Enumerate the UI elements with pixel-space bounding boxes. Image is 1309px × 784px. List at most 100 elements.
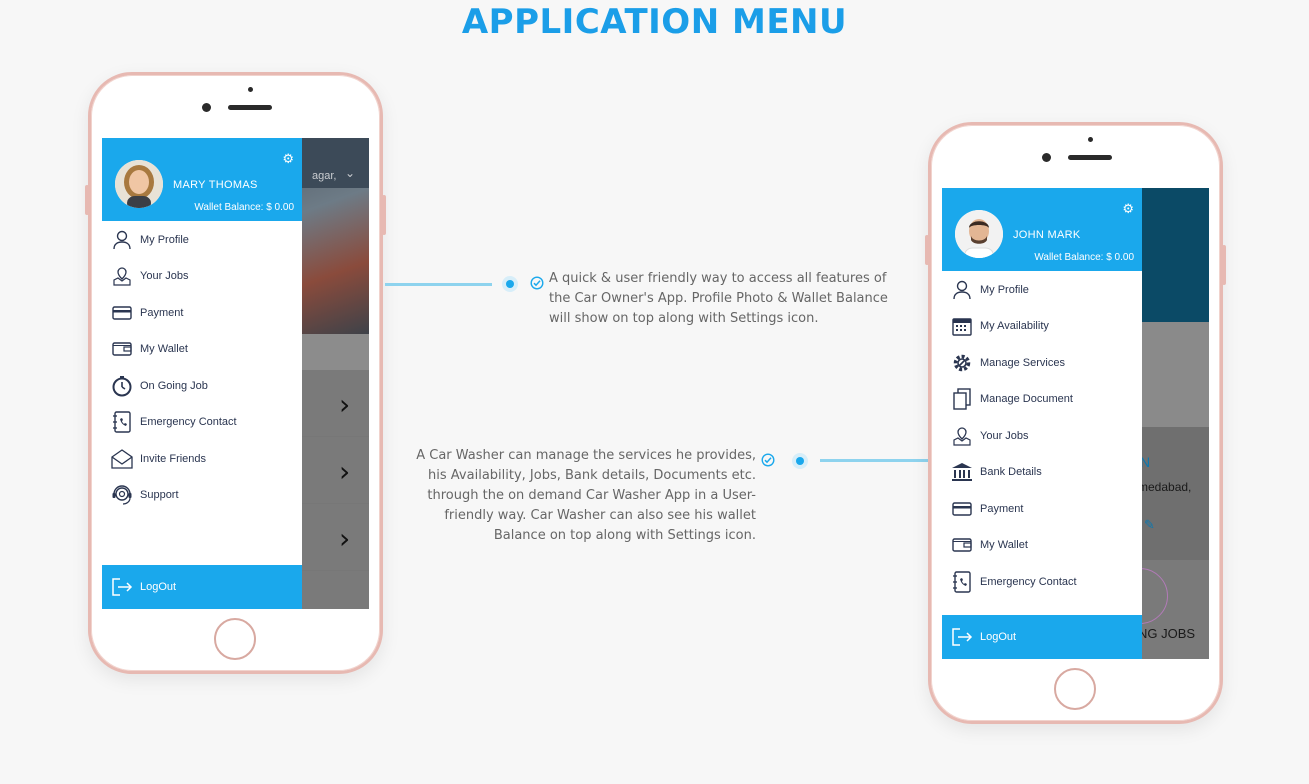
avatar[interactable] <box>955 210 1003 258</box>
menu-label: My Wallet <box>140 343 188 355</box>
page-title: APPLICATION MENU <box>461 2 848 42</box>
menu-label: My Wallet <box>980 539 1028 551</box>
contact-book-icon <box>950 570 974 594</box>
wallet-icon <box>110 337 134 361</box>
menu-item-payment[interactable]: Payment <box>942 491 1142 527</box>
wallet-balance: Wallet Balance: $ 0.00 <box>1034 252 1134 263</box>
avatar-male-icon <box>955 210 1003 258</box>
side-button <box>925 235 929 265</box>
card-icon <box>950 497 974 521</box>
user-icon <box>950 278 974 302</box>
menu-item-manage-services[interactable]: Manage Services <box>942 345 1142 381</box>
menu-item-on-going-job[interactable]: On Going Job <box>102 368 302 404</box>
gear-tools-icon <box>950 351 974 375</box>
map-pin-icon <box>950 424 974 448</box>
menu-label: Support <box>140 489 179 501</box>
menu-label: On Going Job <box>140 380 208 392</box>
settings-gear-icon[interactable]: ⚙ <box>1122 202 1134 217</box>
menu-item-invite-friends[interactable]: Invite Friends <box>102 441 302 477</box>
menu-label: Manage Services <box>980 357 1065 369</box>
chevron-right-icon[interactable]: › <box>339 388 351 421</box>
calendar-icon <box>950 314 974 338</box>
menu-item-my-wallet[interactable]: My Wallet <box>102 331 302 367</box>
phone-left: agar, ⌄ › › › MARY THOMAS Wa <box>85 72 386 674</box>
menu-item-your-jobs[interactable]: Your Jobs <box>102 258 302 294</box>
wallet-balance: Wallet Balance: $ 0.00 <box>194 202 294 213</box>
menu-item-payment[interactable]: Payment <box>102 295 302 331</box>
contact-book-icon <box>110 410 134 434</box>
menu-label: Payment <box>980 503 1024 515</box>
card-icon <box>110 301 134 325</box>
speaker <box>228 105 272 110</box>
nav-drawer: JOHN MARK Wallet Balance: $ 0.00 ⚙ My Pr… <box>942 188 1142 659</box>
check-circle-icon <box>761 453 775 467</box>
menu-label: Invite Friends <box>140 453 207 465</box>
menu-item-support[interactable]: Support <box>102 477 302 513</box>
drawer-header: JOHN MARK Wallet Balance: $ 0.00 ⚙ <box>942 188 1142 271</box>
bg-text: medabad, <box>1138 480 1192 494</box>
menu-item-my-availability[interactable]: My Availability <box>942 308 1142 344</box>
logout-label: LogOut <box>140 581 177 593</box>
side-button <box>1222 245 1226 285</box>
callout-bullet <box>502 276 518 292</box>
chevron-right-icon[interactable]: › <box>339 522 351 555</box>
side-button <box>85 185 89 215</box>
bg-text: N <box>1140 454 1151 470</box>
logout-icon <box>950 625 974 649</box>
chevron-right-icon[interactable]: › <box>339 455 351 488</box>
edit-pencil-icon[interactable]: ✎ <box>1144 518 1155 533</box>
menu-label: Payment <box>140 307 184 319</box>
screen-right: N medabad, ✎ NG JOBS JOHN MARK Wallet Ba… <box>942 188 1209 659</box>
menu-item-my-profile[interactable]: My Profile <box>942 272 1142 308</box>
front-camera <box>1042 153 1051 162</box>
menu-label: Emergency Contact <box>980 576 1077 588</box>
user-name: MARY THOMAS <box>173 179 258 191</box>
map-pin-icon <box>110 264 134 288</box>
menu-label: Your Jobs <box>980 430 1029 442</box>
user-icon <box>110 228 134 252</box>
support-icon <box>110 483 134 507</box>
side-button <box>382 195 386 235</box>
menu-item-manage-document[interactable]: Manage Document <box>942 381 1142 417</box>
menu-item-your-jobs[interactable]: Your Jobs <box>942 418 1142 454</box>
speaker <box>1068 155 1112 160</box>
wallet-icon <box>950 533 974 557</box>
front-sensor <box>1088 137 1093 142</box>
menu-item-my-wallet[interactable]: My Wallet <box>942 527 1142 563</box>
home-button[interactable] <box>1054 668 1096 710</box>
nav-drawer: MARY THOMAS Wallet Balance: $ 0.00 ⚙ My … <box>102 138 302 609</box>
chevron-down-icon[interactable]: ⌄ <box>345 166 356 180</box>
bg-location: agar, <box>312 170 337 182</box>
menu-label: My Profile <box>140 234 189 246</box>
menu-item-emergency-contact[interactable]: Emergency Contact <box>942 564 1142 600</box>
timer-icon <box>110 374 134 398</box>
logout-icon <box>110 575 134 599</box>
menu-label: My Availability <box>980 320 1049 332</box>
front-camera <box>202 103 211 112</box>
menu-label: My Profile <box>980 284 1029 296</box>
menu-label: Emergency Contact <box>140 416 237 428</box>
logout-button[interactable]: LogOut <box>942 615 1142 659</box>
home-button[interactable] <box>214 618 256 660</box>
logout-button[interactable]: LogOut <box>102 565 302 609</box>
menu-item-emergency-contact[interactable]: Emergency Contact <box>102 404 302 440</box>
menu-item-bank-details[interactable]: Bank Details <box>942 454 1142 490</box>
bank-icon <box>950 460 974 484</box>
callout-connector <box>385 283 492 286</box>
envelope-icon <box>110 447 134 471</box>
callout-text-top: A quick & user friendly way to access al… <box>549 271 888 326</box>
menu-item-my-profile[interactable]: My Profile <box>102 222 302 258</box>
drawer-header: MARY THOMAS Wallet Balance: $ 0.00 ⚙ <box>102 138 302 221</box>
callout-text-bottom: A Car Washer can manage the services he … <box>416 448 756 543</box>
documents-icon <box>950 387 974 411</box>
check-circle-icon <box>530 276 544 290</box>
settings-gear-icon[interactable]: ⚙ <box>282 152 294 167</box>
logout-label: LogOut <box>980 631 1017 643</box>
menu-label: Your Jobs <box>140 270 189 282</box>
avatar[interactable] <box>115 160 163 208</box>
phone-right: N medabad, ✎ NG JOBS JOHN MARK Wallet Ba… <box>925 122 1226 724</box>
front-sensor <box>248 87 253 92</box>
user-name: JOHN MARK <box>1013 229 1081 241</box>
menu-label: Manage Document <box>980 393 1073 405</box>
callout-connector <box>820 459 930 462</box>
